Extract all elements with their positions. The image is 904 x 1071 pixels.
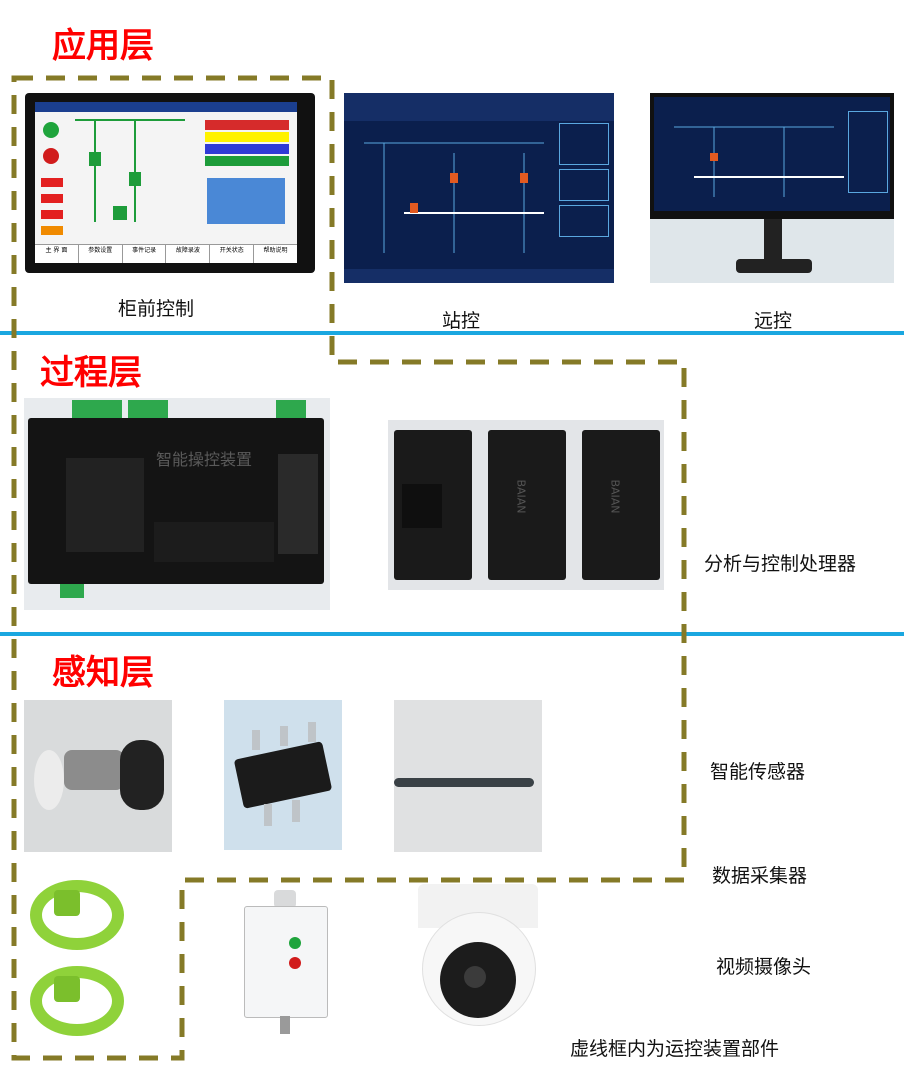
hmi-tab: 故障录波: [166, 245, 211, 263]
hmi-tab: 事件记录: [123, 245, 167, 263]
video-camera-image: [408, 884, 548, 1034]
controller-label: 智能操控装置: [156, 450, 253, 469]
layer-title-process: 过程层: [40, 353, 142, 393]
separator-process-perception: [0, 632, 904, 636]
processor-module: [394, 430, 472, 580]
caption-legend-note: 虚线框内为运控装置部件: [570, 1038, 780, 1060]
data-collector-device-image: [244, 890, 328, 1036]
caption-station-control: 站控: [442, 310, 481, 332]
hmi-close-button: [43, 122, 59, 138]
station-scada-diagram: [364, 142, 544, 253]
processor-module: BAIAN: [488, 430, 566, 580]
hmi-tab-bar: 主 界 面 参数设置 事件记录 故障录波 开关状态 帮助说明: [35, 244, 297, 263]
layer-title-perception: 感知层: [52, 653, 154, 693]
processor-module: BAIAN: [582, 430, 660, 580]
layer-title-application: 应用层: [52, 26, 154, 66]
temperature-probe-image: [394, 700, 542, 852]
caption-video-camera: 视频摄像头: [716, 956, 812, 978]
hmi-tab: 主 界 面: [35, 245, 79, 263]
hmi-panel-image: 主 界 面 参数设置 事件记录 故障录波 开关状态 帮助说明: [25, 93, 315, 273]
remote-control-monitor: [650, 93, 894, 283]
caption-smart-sensor: 智能传感器: [710, 761, 806, 783]
wireless-sensor-bands-image: [24, 872, 134, 1048]
processor-modules-image: BAIAN BAIAN: [388, 420, 664, 590]
hmi-screen: 主 界 面 参数设置 事件记录 故障录波 开关状态 帮助说明: [35, 102, 297, 263]
monitor-stand: [764, 219, 782, 259]
sensor-mechanism-image: [24, 700, 172, 852]
caption-processor: 分析与控制处理器: [704, 553, 857, 575]
hmi-tab: 帮助说明: [263, 247, 288, 254]
hmi-tab: 开关状态: [210, 245, 255, 263]
caption-data-collector: 数据采集器: [712, 865, 808, 887]
hmi-single-line-diagram: [75, 119, 185, 222]
hmi-open-button: [43, 148, 59, 164]
smart-controller-image: 智能操控装置: [24, 398, 330, 610]
caption-remote-control: 远控: [754, 310, 793, 332]
separator-application-process: [0, 331, 904, 335]
caption-cabinet-control: 柜前控制: [118, 298, 195, 320]
remote-scada-screen: [654, 97, 890, 211]
hmi-tab: 参数设置: [79, 245, 123, 263]
monitor-base: [736, 259, 812, 273]
station-control-screen: [344, 93, 614, 283]
smart-sensor-chip-image: [224, 700, 342, 850]
